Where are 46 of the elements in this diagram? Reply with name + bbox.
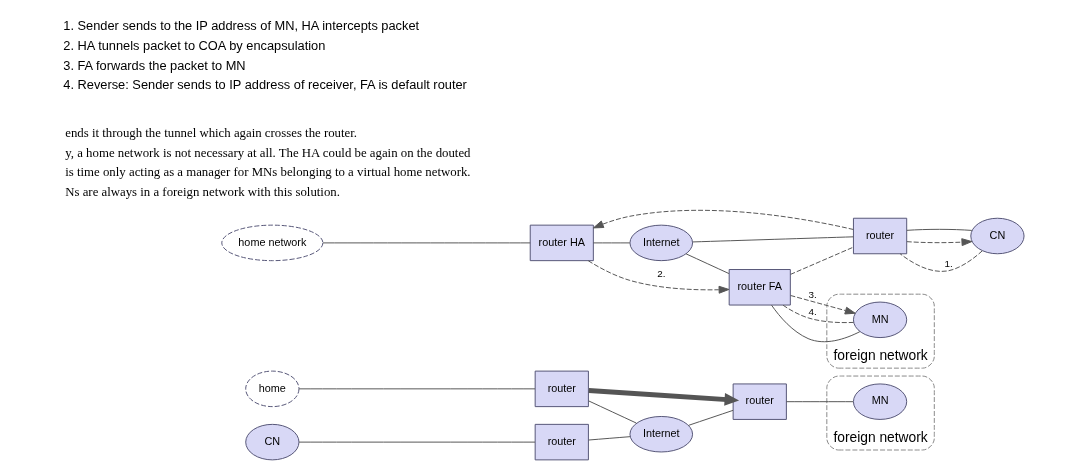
connector xyxy=(790,246,854,275)
node-box: router xyxy=(534,423,589,461)
node-box: router HA xyxy=(529,224,594,262)
arrow xyxy=(588,388,740,406)
edge-label: 4. xyxy=(808,305,817,317)
connector xyxy=(771,304,861,343)
label: 1. Sender sends to the IP address of MN, HA intercepts packet xyxy=(63,18,420,34)
label: 3. FA forwards the packet to MN xyxy=(63,57,246,73)
label: 2. HA tunnels packet to COA by encapsulation xyxy=(63,38,326,54)
connector xyxy=(298,441,536,443)
node-box: router xyxy=(732,383,787,420)
label: Ns are always in a foreign network with this solution. xyxy=(65,184,340,199)
edge-label: 1. xyxy=(944,257,953,269)
connector xyxy=(592,242,631,244)
label: ends it through the tunnel which again crosses the router. xyxy=(65,125,358,140)
node-ellipse: CN xyxy=(970,217,1025,255)
arrow xyxy=(790,295,856,315)
label: y, a home network is not necessary at all. The HA could be again on the douted xyxy=(65,145,471,160)
node-ellipse: CN xyxy=(245,423,300,461)
connector xyxy=(588,436,631,441)
connector xyxy=(782,304,855,324)
node-ellipse: Internet xyxy=(629,415,694,453)
connector xyxy=(688,409,734,426)
node-ellipse: MN xyxy=(852,301,908,339)
arrow xyxy=(592,209,854,230)
label: is time only acting as a manager for MNs belonging to a virtual home network. xyxy=(65,165,471,180)
edge-label: 3. xyxy=(808,289,817,301)
connector xyxy=(906,228,973,231)
connector xyxy=(685,253,730,275)
node-ellipse: home network xyxy=(221,224,324,262)
connector xyxy=(298,388,536,390)
node-box: router xyxy=(534,370,589,408)
node-box: router xyxy=(852,217,908,255)
arrow xyxy=(906,238,973,247)
node-ellipse: Internet xyxy=(629,224,694,262)
arrow xyxy=(587,260,730,294)
node-ellipse: home xyxy=(245,370,300,408)
label: 4. Reverse: Sender sends to IP address of receiver, FA is default router xyxy=(63,77,467,93)
node-box: router FA xyxy=(728,269,791,306)
edge-label: 2. xyxy=(657,268,666,280)
node-ellipse: MN xyxy=(852,383,908,420)
connector xyxy=(322,242,531,244)
connector xyxy=(785,401,854,403)
connector xyxy=(692,236,854,243)
connector xyxy=(588,400,637,424)
connector xyxy=(899,250,983,272)
